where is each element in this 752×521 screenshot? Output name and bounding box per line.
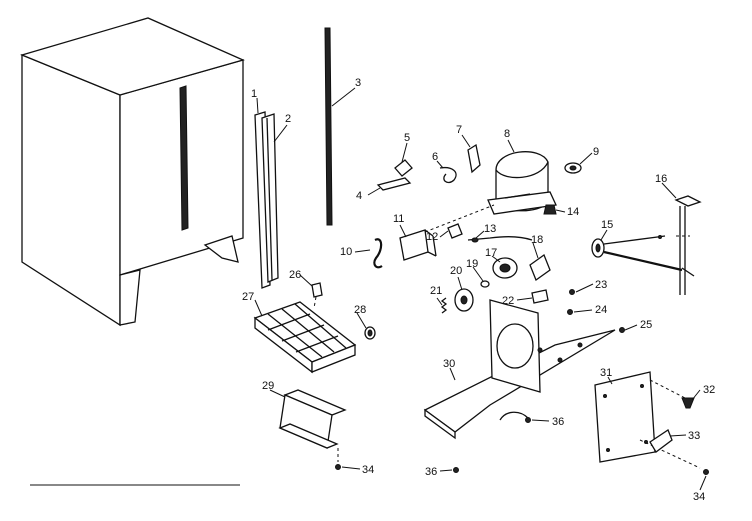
base-pan-part-30 — [423, 299, 616, 440]
callout-22: 22 — [502, 295, 514, 307]
wire-part-6 — [439, 166, 457, 184]
callout-2: 2 — [285, 113, 291, 125]
grommet-part-9 — [564, 162, 582, 174]
bracket-part-4 — [376, 177, 412, 191]
callout-9: 9 — [593, 146, 599, 158]
fan-blade-part-20 — [454, 288, 474, 312]
callout-17: 17 — [485, 247, 497, 259]
callout-12: 12 — [426, 231, 438, 243]
callout-34-right: 34 — [693, 491, 705, 503]
callout-29: 29 — [262, 380, 274, 392]
screw-part-36-left — [453, 467, 459, 473]
callout-36-right: 36 — [552, 416, 564, 428]
callout-31: 31 — [600, 367, 612, 379]
callout-18: 18 — [531, 234, 543, 246]
callout-16: 16 — [655, 173, 667, 185]
callout-4: 4 — [356, 190, 362, 202]
callout-13: 13 — [484, 223, 496, 235]
callout-15: 15 — [601, 219, 613, 231]
panel-part-31 — [594, 371, 656, 463]
screw-part-34-right — [703, 469, 709, 475]
clip-part-12 — [447, 223, 463, 239]
callout-30: 30 — [443, 358, 455, 370]
callout-33: 33 — [688, 430, 700, 442]
callout-6: 6 — [432, 151, 438, 163]
nut-part-19 — [480, 280, 490, 288]
spring-part-21 — [440, 297, 448, 314]
callout-10: 10 — [340, 246, 352, 258]
leader-lines — [254, 87, 707, 491]
clip-part-33 — [649, 429, 673, 453]
fan-blade-part-15 — [591, 235, 683, 272]
callout-27: 27 — [242, 291, 254, 303]
compressor-part-8 — [487, 151, 557, 215]
callout-21: 21 — [430, 285, 442, 297]
callout-23: 23 — [595, 279, 607, 291]
clip-part-26 — [311, 282, 323, 309]
callout-11: 11 — [393, 213, 404, 225]
cabinet — [20, 17, 245, 327]
clip-part-7 — [467, 143, 481, 174]
screw-part-24 — [567, 309, 573, 315]
screw-part-34-left — [335, 464, 341, 470]
grommet-part-14 — [543, 204, 557, 215]
callout-24: 24 — [595, 304, 607, 316]
screw-part-36-right — [525, 417, 531, 423]
callout-7: 7 — [456, 124, 462, 136]
callout-34-left: 34 — [362, 464, 374, 476]
strip-part-3 — [324, 27, 333, 226]
callout-1: 1 — [251, 88, 257, 100]
callout-5: 5 — [404, 132, 410, 144]
bracket-part-29 — [278, 389, 347, 449]
hook-part-10 — [373, 238, 383, 269]
screw-part-23 — [569, 289, 575, 295]
callout-28: 28 — [354, 304, 366, 316]
fan-motor-part-17 — [492, 257, 518, 279]
callout-19: 19 — [466, 258, 478, 270]
callout-32: 32 — [703, 384, 715, 396]
callout-36-left: 36 — [425, 466, 437, 478]
screw-part-25 — [619, 327, 625, 333]
callout-3: 3 — [355, 77, 361, 89]
callout-25: 25 — [640, 319, 652, 331]
grommet-part-32 — [681, 397, 695, 409]
clip-part-22 — [531, 289, 549, 304]
trim-strip-part-2 — [261, 113, 279, 283]
bracket-part-16 — [674, 195, 702, 295]
callout-14: 14 — [567, 206, 579, 218]
callout-26: 26 — [289, 269, 301, 281]
callout-8: 8 — [504, 128, 510, 140]
relay-part-11 — [399, 229, 437, 261]
drain-pan-part-27 — [253, 301, 357, 374]
callout-20: 20 — [450, 265, 462, 277]
callouts: 1 2 3 4 5 6 7 8 9 10 11 12 13 14 15 16 1… — [242, 77, 715, 503]
harness-part-13 — [467, 236, 533, 243]
grommet-part-28 — [364, 326, 376, 340]
clip-part-5 — [394, 159, 413, 177]
bracket-part-18 — [529, 253, 551, 282]
